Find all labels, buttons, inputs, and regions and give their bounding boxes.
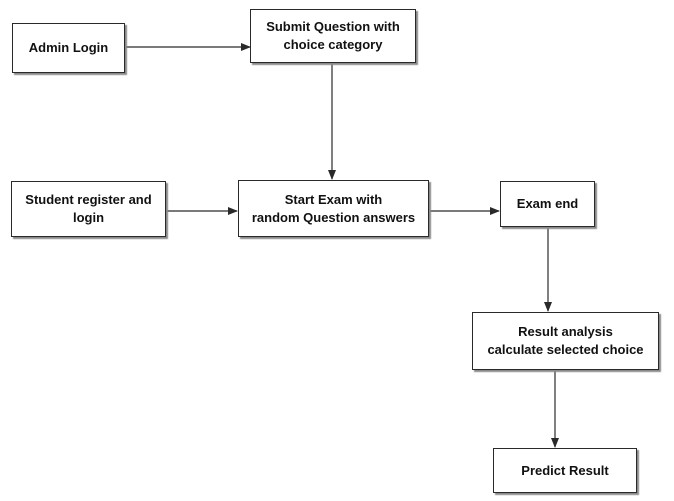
- node-student-register-line-2: login: [72, 210, 105, 225]
- node-submit-question-line-1: Submit Question with: [266, 19, 400, 35]
- node-admin-login-text: Admin Login: [28, 40, 109, 56]
- node-start-exam: Start Exam with random Question answers: [238, 180, 429, 237]
- node-result-analysis-line-2: calculate selected choice: [487, 342, 644, 357]
- node-predict-result: Predict Result: [493, 448, 637, 493]
- node-result-analysis-line-1: Result analysis: [518, 324, 613, 340]
- node-predict-result-text: Predict Result: [521, 462, 609, 478]
- node-exam-end-text: Exam end: [516, 196, 579, 212]
- node-exam-end: Exam end: [500, 181, 595, 227]
- node-start-exam-line-2: random Question answers: [251, 209, 416, 225]
- node-start-exam-line-1: Start Exam with: [284, 191, 383, 207]
- node-student-register-line-1: Student register and: [25, 192, 152, 208]
- node-submit-question-line-2: choice category: [283, 37, 383, 52]
- node-student-register: Student register and login: [11, 181, 166, 237]
- node-submit-question: Submit Question with choice category: [250, 9, 416, 63]
- node-admin-login: Admin Login: [12, 23, 125, 73]
- node-result-analysis: Result analysis calculate selected choic…: [472, 312, 659, 370]
